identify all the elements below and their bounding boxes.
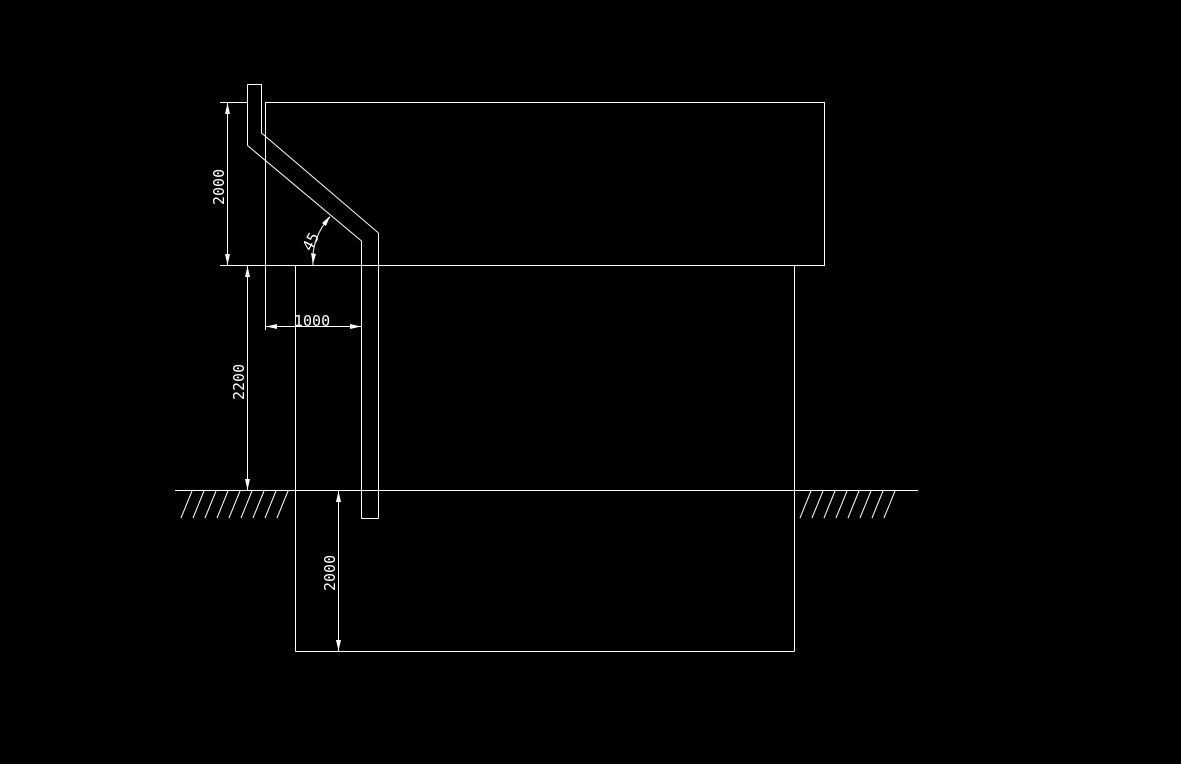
upper-box (265, 102, 825, 266)
ground-hatch-left (180, 490, 289, 519)
dim-lower-depth-label: 2000 (321, 555, 339, 591)
dim-pipe-offset: 1000 (265, 266, 361, 330)
dim-upper-height: 2000 (210, 102, 266, 266)
dim-pipe-offset-label: 1000 (294, 312, 330, 330)
dim-middle-height-label: 2200 (230, 364, 248, 400)
dim-upper-height-label: 2000 (210, 169, 228, 205)
dim-lower-depth: 2000 (321, 491, 341, 651)
dim-bend-angle: 45 (299, 216, 331, 266)
ground-hatch-right (799, 490, 896, 519)
dim-middle-height: 2200 (230, 266, 250, 490)
bent-pipe (247, 84, 379, 519)
